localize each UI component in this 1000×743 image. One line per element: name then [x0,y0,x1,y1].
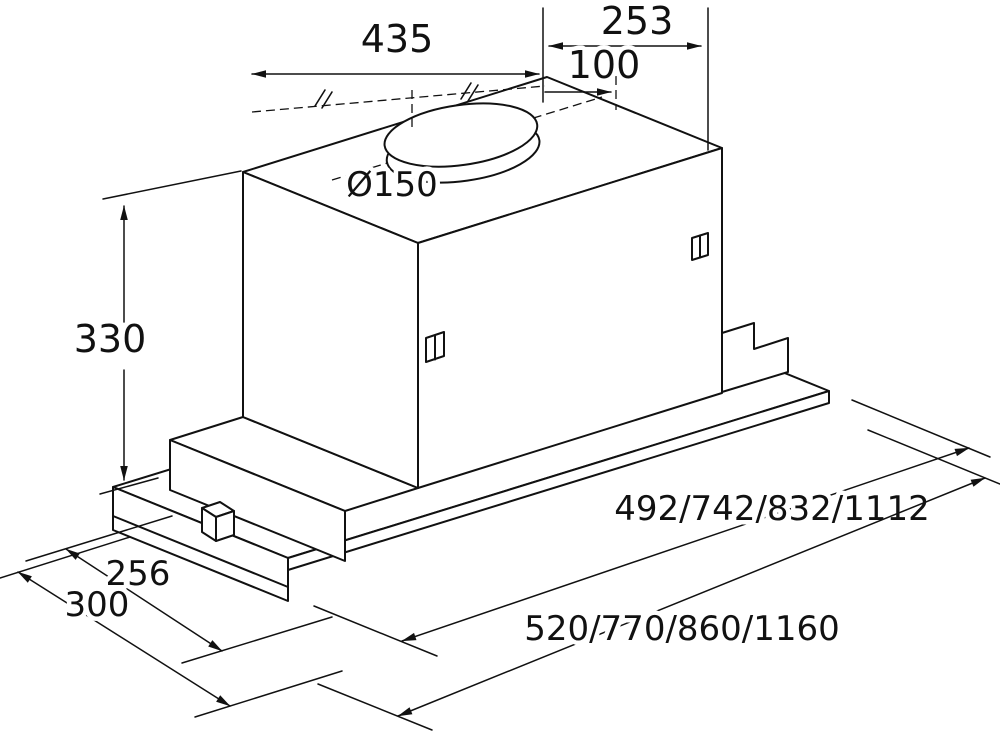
mounting-bracket [721,322,789,393]
dim-label-body-widths: 492/742/832/1112 [614,489,930,529]
dim-line [397,477,986,717]
dim-overall-width-variants: 520/770/860/1160 [317,429,1000,731]
dim-label-300: 300 [65,585,130,625]
dim-total-depth: 300 [0,536,343,718]
slide-section-front-face [169,439,346,562]
dim-body-height: 330 [69,170,242,495]
handle-side [215,510,235,542]
dim-label-100: 100 [568,43,641,87]
dim-top-depth: 253 [548,0,709,151]
projection-line-horizontal [251,85,546,113]
projection-lines [251,82,546,128]
dim-line [17,571,231,707]
hood-right-face [417,147,723,489]
dim-label-253: 253 [601,0,674,43]
extension-line-left [317,683,433,731]
break-mark-icon [314,89,333,109]
break-mark-icon [460,82,479,102]
duct-rim-ellipse [383,102,539,168]
extension-line-bottom [99,477,159,495]
extension-line-top [102,170,242,200]
extension-line-upper [25,515,173,562]
suspension-clips [425,232,709,363]
duct-outlet [383,102,541,184]
extension-line-right [867,429,1000,485]
dim-top-width: 435 [251,7,544,103]
dim-label-duct-diameter: Ø150 [346,165,438,205]
dim-label-435: 435 [361,17,434,61]
dim-label-330: 330 [74,317,147,361]
extension-line-left [313,605,438,657]
handle-switch [201,501,235,542]
extension-line-lower [194,670,343,718]
extension-line-right [851,399,991,458]
dim-label-overall-widths: 520/770/860/1160 [524,609,840,649]
extension-line-upper [0,536,131,579]
dim-duct-offset: 100 [544,39,645,110]
